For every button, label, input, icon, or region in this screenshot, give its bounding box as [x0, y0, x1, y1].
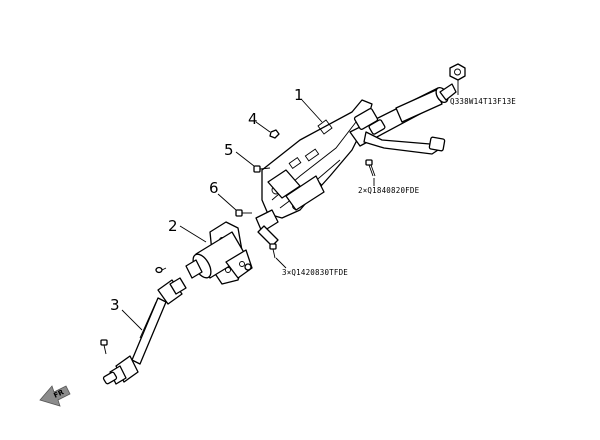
front-direction-arrow: FR	[39, 385, 71, 407]
callout-4-leader	[255, 121, 271, 133]
bolt-lower-leader	[275, 257, 287, 269]
steering-nut	[449, 63, 466, 81]
bolt-upper	[365, 159, 376, 177]
callout-2-leader	[179, 225, 207, 243]
part-code-bolt-upper: 2×Q1840820FDE	[358, 186, 420, 195]
callout-4: 4	[248, 110, 258, 128]
bolt-part-5	[253, 165, 271, 173]
callout-6: 6	[209, 179, 219, 197]
bolt-shaft	[100, 339, 108, 355]
callout-1: 1	[294, 86, 304, 104]
washer-lower	[244, 263, 252, 271]
callout-6-leader	[217, 193, 237, 211]
steering-column-upper-assembly	[261, 83, 457, 219]
callout-5-leader	[235, 151, 255, 167]
callout-3-leader	[121, 309, 143, 331]
lower-intermediate-shaft	[102, 277, 187, 385]
bolt-lower	[269, 243, 277, 259]
bolt-part-6	[235, 209, 252, 217]
callout-1-leader	[301, 99, 323, 123]
callout-2: 2	[168, 217, 178, 235]
intermediate-shaft-housing	[185, 209, 279, 285]
direction-arrow-label: FR	[52, 388, 65, 400]
part-code-nut: Q338W14T13F13E	[450, 97, 516, 106]
part-code-bolt-lower: 3×Q1420830TFDE	[282, 268, 348, 277]
callout-3: 3	[110, 296, 120, 314]
clip-part-4	[269, 129, 280, 139]
washer-small	[155, 266, 167, 274]
callout-5: 5	[224, 141, 234, 159]
